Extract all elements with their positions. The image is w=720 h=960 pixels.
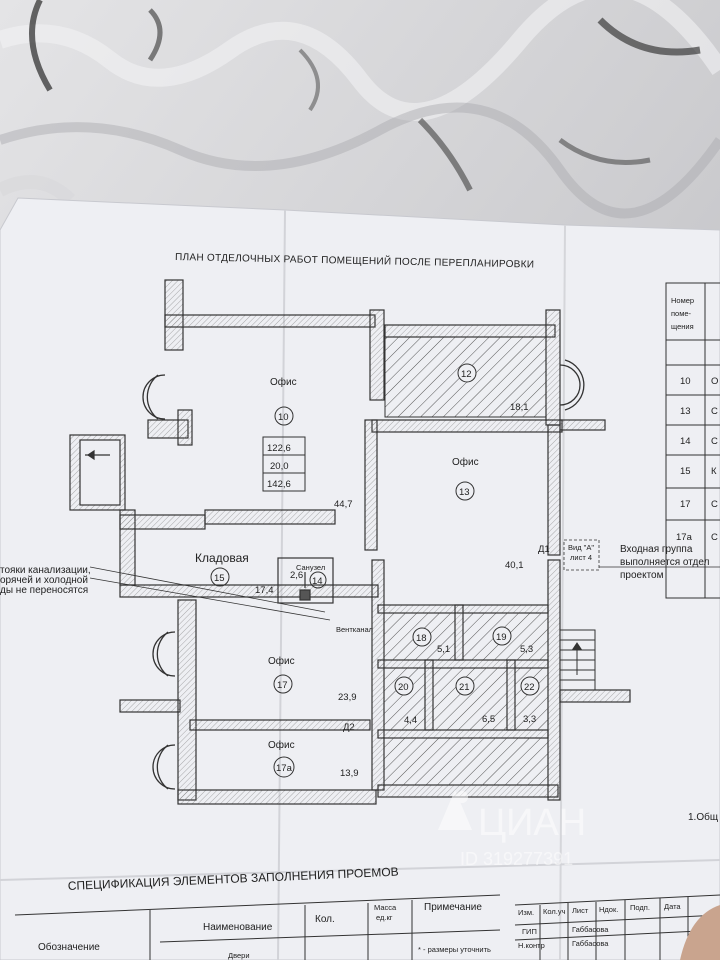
area-box-2: 20,0 xyxy=(270,461,289,472)
door-d2-label: Д2 xyxy=(343,722,355,733)
spec-header-qty: Кол. xyxy=(315,914,335,925)
room-20-number: 20 xyxy=(398,682,409,693)
spec-header-note: Примечание xyxy=(424,902,482,913)
pipe-note-line1: тояки канализации, xyxy=(0,565,91,576)
area-box-3: 142,6 xyxy=(267,479,291,490)
room-table-letter: С xyxy=(711,499,718,510)
finger xyxy=(680,905,720,960)
spec-row-note: * - размеры уточнить xyxy=(418,945,491,954)
ventkanal-label: Вентканал xyxy=(336,625,373,634)
stamp-role: Н.контр xyxy=(518,941,545,950)
room-table-header-2: поме- xyxy=(671,309,692,318)
room-14-area: 2,6 xyxy=(290,570,303,581)
room-table-num: 15 xyxy=(680,466,691,477)
stamp-header: Изм. xyxy=(518,908,534,917)
room-table-letter: С xyxy=(711,532,718,543)
pipe-note-line3: ды не переносятся xyxy=(0,585,88,596)
spec-table xyxy=(14,894,501,960)
view-a-label: Вид "А" xyxy=(568,543,594,552)
spec-header-name: Наименование xyxy=(203,922,273,933)
stamp-header: Кол.уч xyxy=(543,907,566,916)
area-summary-box xyxy=(262,436,306,492)
room-19-number: 19 xyxy=(496,632,507,643)
room-13-number: 13 xyxy=(459,487,470,498)
room-table xyxy=(665,282,720,599)
room-18-number: 18 xyxy=(416,633,427,644)
room-table-num: 13 xyxy=(680,406,691,417)
room-10-name: Офис xyxy=(270,376,297,388)
room-22-number: 22 xyxy=(524,682,535,693)
bay-windows xyxy=(142,359,585,790)
room-22-area: 3,3 xyxy=(523,714,536,725)
room-17a-number: 17а xyxy=(276,763,293,774)
stamp-header: Лист xyxy=(572,906,589,915)
walls xyxy=(119,279,631,805)
stamp-name: Габбасова xyxy=(572,939,609,948)
room-20-area: 4,4 xyxy=(404,715,417,726)
room-21-number: 21 xyxy=(459,682,470,693)
spec-header-designation: Обозначение xyxy=(38,941,100,953)
porch-left xyxy=(69,434,126,511)
room-17a-area: 13,9 xyxy=(340,768,359,779)
stamp-block xyxy=(514,894,720,960)
room-17-name: Офис xyxy=(268,655,295,667)
room-table-letter: О xyxy=(711,376,718,387)
bathroom-14 xyxy=(277,557,334,604)
watermark-id: ID 319277391 xyxy=(460,849,573,869)
room-17a-name: Офис xyxy=(268,739,295,751)
room-17-area: 23,9 xyxy=(338,692,357,703)
room-table-letter: С xyxy=(711,436,718,447)
view-a-sheet: лист 4 xyxy=(570,553,592,562)
room-21-area: 6,5 xyxy=(482,714,495,725)
room-14-name: Санузел xyxy=(296,563,325,572)
stamp-role: ГИП xyxy=(522,927,537,936)
area-box-1: 122,6 xyxy=(267,443,291,454)
room-table-header-3: щения xyxy=(671,322,694,331)
spec-header-mass-1: Масса xyxy=(374,903,397,912)
entrance-stairs xyxy=(559,629,596,691)
room-17-number: 17 xyxy=(277,680,288,691)
room-table-header-1: Номер xyxy=(671,296,694,305)
room-12-area: 18,1 xyxy=(510,402,529,413)
door-d1-label: Д1 xyxy=(538,544,550,555)
room-table-num: 14 xyxy=(680,436,691,447)
view-a-marker xyxy=(563,539,720,571)
room-14-number: 14 xyxy=(312,576,323,587)
watermark-brand: ЦИАН xyxy=(478,802,586,844)
room-table-num: 10 xyxy=(680,376,691,387)
stamp-header: Ндок. xyxy=(599,905,618,914)
hatched-rooms xyxy=(383,336,549,786)
entrance-note-line3: проектом xyxy=(620,570,664,581)
room-10-number: 10 xyxy=(278,412,289,423)
stamp-name: Габбасова xyxy=(572,925,609,934)
cian-watermark: ЦИАН ID 319277391 xyxy=(438,790,586,869)
room-table-letter: С xyxy=(711,406,718,417)
room-19-area: 5,3 xyxy=(520,644,533,655)
footnote: 1.Общ xyxy=(688,811,718,823)
room-12-number: 12 xyxy=(461,369,472,380)
pipe-note-line2: орячей и холодной xyxy=(0,575,88,586)
spec-header-mass-2: ед.кг xyxy=(376,913,393,922)
entrance-note-line2: выполняется отдел xyxy=(620,557,710,568)
room-table-letter: К xyxy=(711,466,717,477)
stamp-header: Подп. xyxy=(630,903,650,912)
room-13-name: Офис xyxy=(452,456,479,468)
room-10-area: 44,7 xyxy=(334,499,353,510)
room-table-num: 17 xyxy=(680,499,691,510)
room-15-name: Кладовая xyxy=(195,551,249,565)
stamp-header: Дата xyxy=(664,902,681,911)
room-15-area: 17,4 xyxy=(255,585,274,596)
room-table-num: 17а xyxy=(676,532,693,543)
room-15-number: 15 xyxy=(214,573,225,584)
entrance-note-line1: Входная группа xyxy=(620,544,693,555)
paper xyxy=(0,197,720,960)
room-13-area: 40,1 xyxy=(505,560,524,571)
spec-row-name: Двери xyxy=(228,951,250,960)
room-18-area: 5,1 xyxy=(437,644,450,655)
